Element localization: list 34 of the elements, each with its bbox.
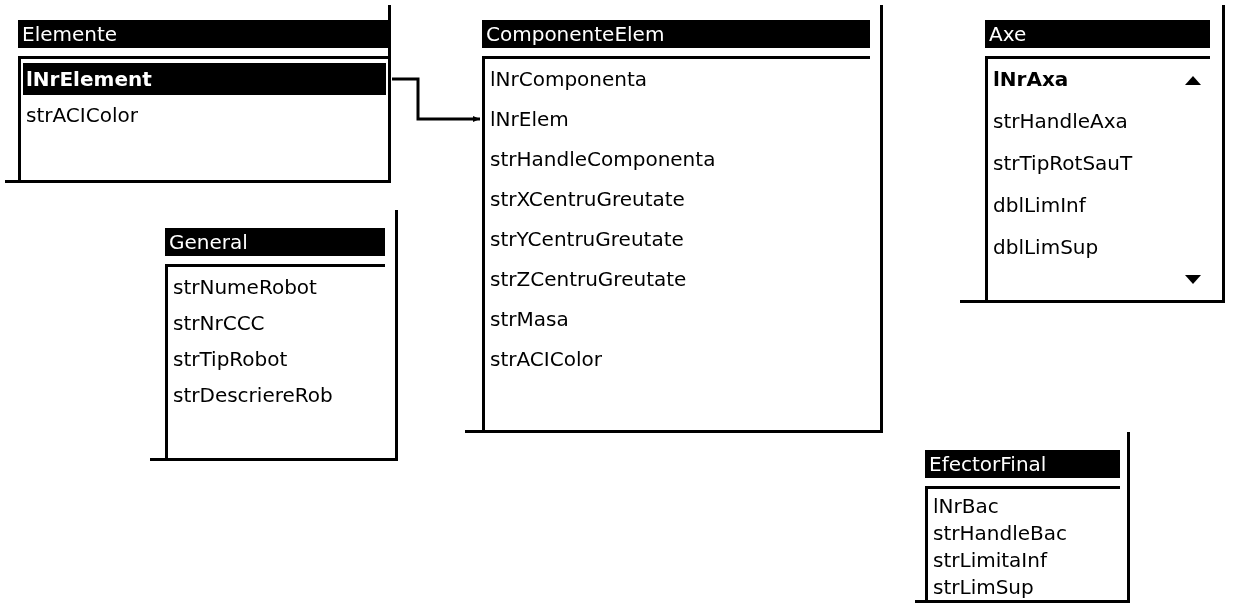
field-row: lNrAxa: [990, 63, 1170, 95]
table-box: [18, 20, 388, 180]
field-row: dblLimSup: [990, 231, 1170, 263]
field-row: strMasa: [487, 303, 868, 335]
field-row: lNrComponenta: [487, 63, 868, 95]
table-title: EfectorFinal: [928, 451, 1048, 478]
field-row: lNrBac: [930, 493, 1118, 520]
field-row: strHandleComponenta: [487, 143, 868, 175]
field-row: strNrCCC: [170, 307, 383, 339]
field-row: strDescriereRob: [170, 379, 383, 411]
field-row: strHandleBac: [930, 520, 1118, 547]
field-row: strTipRobot: [170, 343, 383, 375]
field-row: dblLimInf: [990, 189, 1170, 221]
field-row: strLimSup: [930, 574, 1118, 601]
field-row: strLimitaInf: [930, 547, 1118, 574]
field-row: strACIColor: [23, 99, 386, 131]
field-row: strTipRotSauT: [990, 147, 1170, 179]
field-row: strNumeRobot: [170, 271, 383, 303]
field-row: lNrElement: [23, 63, 386, 95]
table-box: [985, 20, 1210, 300]
table-box: [165, 228, 385, 458]
field-row: strXCentruGreutate: [487, 183, 868, 215]
table-title: General: [168, 229, 249, 256]
field-row: lNrElem: [487, 103, 868, 135]
table-title: Elemente: [21, 21, 119, 48]
table-title: Axe: [988, 21, 1028, 48]
field-row: strHandleAxa: [990, 105, 1170, 137]
field-row: strACIColor: [487, 343, 868, 375]
field-row: strZCentruGreutate: [487, 263, 868, 295]
table-box: [925, 450, 1120, 600]
relationship-line: [392, 77, 480, 122]
table-title: ComponenteElem: [485, 21, 666, 48]
table-box: [482, 20, 870, 430]
field-row: strYCentruGreutate: [487, 223, 868, 255]
